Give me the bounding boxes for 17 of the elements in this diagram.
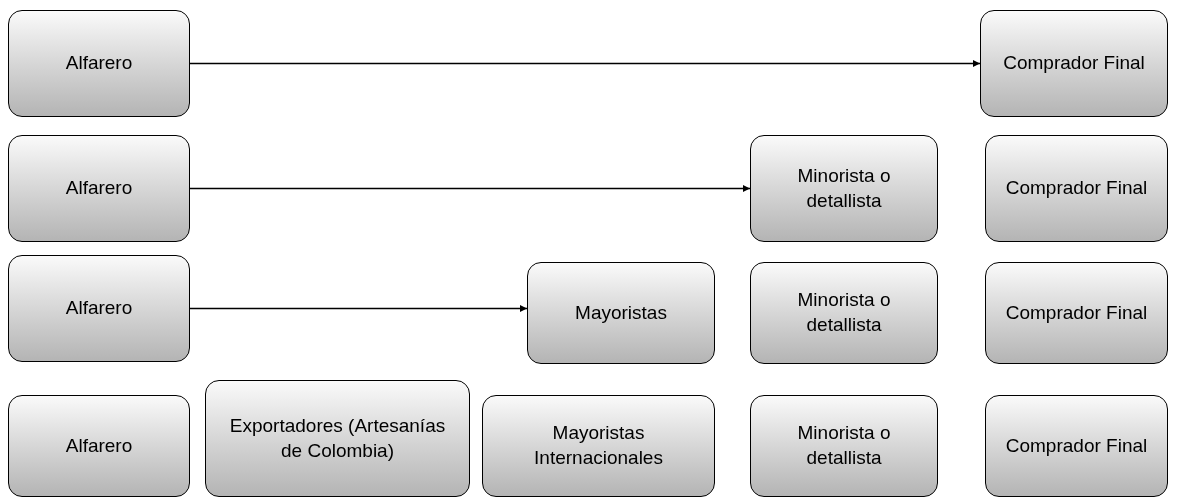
process-box: Minorista o detallista — [750, 135, 938, 242]
process-box: Comprador Final — [985, 135, 1168, 242]
process-box: Alfarero — [8, 395, 190, 497]
process-box: Mayoristas — [527, 262, 715, 364]
process-box: Alfarero — [8, 135, 190, 242]
process-box: Comprador Final — [980, 10, 1168, 117]
process-box: Mayoristas Internacionales — [482, 395, 715, 497]
process-box: Exportadores (Artesanías de Colombia) — [205, 380, 470, 497]
arrow — [189, 305, 528, 312]
process-box: Alfarero — [8, 10, 190, 117]
arrow — [189, 185, 751, 192]
process-box: Alfarero — [8, 255, 190, 362]
process-box: Minorista o detallista — [750, 262, 938, 364]
process-box: Comprador Final — [985, 262, 1168, 364]
process-box: Minorista o detallista — [750, 395, 938, 497]
arrow — [189, 60, 981, 67]
process-box: Comprador Final — [985, 395, 1168, 497]
